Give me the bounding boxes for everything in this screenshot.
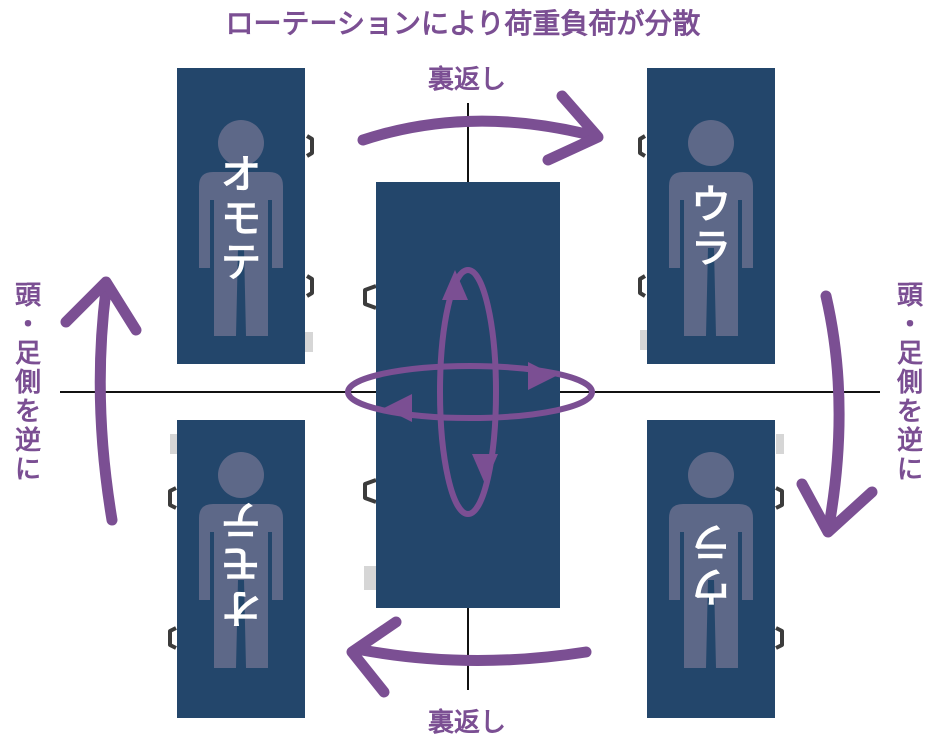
svg-text:テ: テ [221,496,261,542]
svg-text:ウ: ウ [691,182,731,228]
svg-text:逆: 逆 [15,425,41,456]
mattress-label-top-left: オ モ テ [221,152,261,286]
flip-label-bottom: 裏返し [428,707,506,738]
mattress-center [376,182,560,608]
side-label-right: 頭 ・ 足 側 を 逆 に [896,281,924,485]
handle-icon [168,134,784,650]
svg-text:オ: オ [221,152,261,198]
svg-text:テ: テ [221,240,261,286]
mattress-label-bottom-left: オ モ テ [221,496,261,630]
svg-text:モ: モ [221,196,261,242]
svg-text:・: ・ [15,310,41,340]
svg-text:モ: モ [221,540,261,586]
svg-text:ラ: ラ [691,518,731,564]
svg-text:に: に [897,455,923,485]
center-arrowheads [384,270,556,484]
svg-text:ウ: ウ [691,562,731,608]
side-label-left: 頭 ・ 足 側 を 逆 に [14,281,42,485]
svg-text:側: 側 [896,368,923,398]
mattress-label-top-right: ウ ラ [691,182,731,272]
svg-text:側: 側 [14,368,41,398]
svg-text:を: を [897,397,923,427]
rotation-arrow-icon [60,90,878,698]
mattress-label-bottom-right: ウ ラ [691,518,731,608]
svg-text:頭: 頭 [15,281,42,311]
center-rotation-icon [345,267,595,517]
svg-text:オ: オ [221,584,261,630]
svg-text:足: 足 [15,339,41,369]
flip-label-top: 裏返し [428,64,506,95]
shadow-strips [170,330,784,590]
svg-text:・: ・ [897,310,923,340]
svg-text:足: 足 [897,339,923,369]
svg-text:に: に [15,455,41,485]
svg-text:逆: 逆 [897,425,923,456]
title: ローテーションにより荷重負荷が分散 [226,7,701,40]
svg-text:頭: 頭 [897,281,924,311]
svg-text:を: を [15,397,41,427]
svg-text:ラ: ラ [691,226,731,272]
